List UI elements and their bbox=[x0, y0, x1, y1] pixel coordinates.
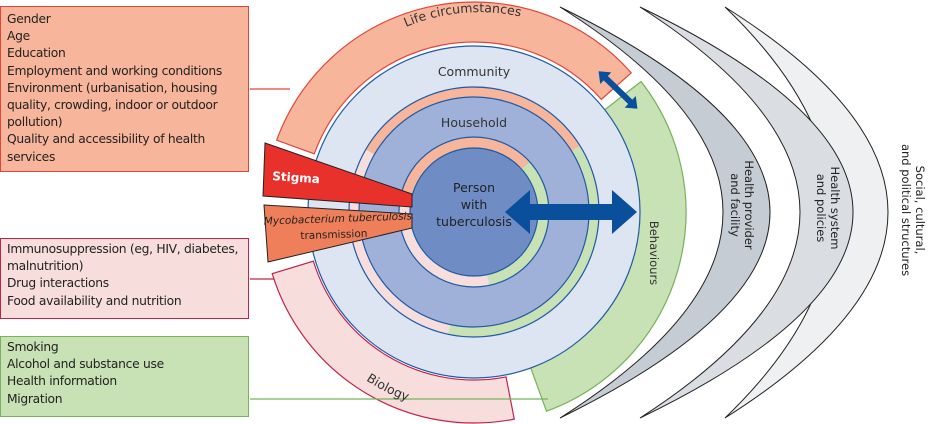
list-item: Environment (urbanisation, housing bbox=[7, 80, 218, 95]
person-label-3: tuberculosis bbox=[436, 214, 512, 229]
list-item: Immunosuppression (eg, HIV, diabetes, bbox=[7, 242, 239, 256]
person-behaviour-band bbox=[487, 161, 549, 286]
stigma-wedge bbox=[262, 142, 413, 208]
behaviours-label: Behaviours bbox=[647, 221, 661, 285]
double-arrow-icon bbox=[505, 190, 637, 234]
social-structures-label-2: and political structures bbox=[899, 144, 913, 276]
household-label: Household bbox=[441, 115, 507, 130]
biology-box: Immunosuppression (eg, HIV, diabetes, ma… bbox=[0, 238, 249, 319]
life-circumstances-box: Gender Age Education Employment and work… bbox=[0, 6, 249, 172]
list-item: Smoking bbox=[7, 340, 59, 354]
person-label-1: Person bbox=[453, 180, 495, 195]
list-item: Gender bbox=[7, 12, 51, 26]
person-biology-band bbox=[398, 192, 490, 287]
behaviours-box: Smoking Alcohol and substance use Health… bbox=[0, 336, 249, 417]
list-item: Age bbox=[7, 29, 30, 44]
health-provider-label-2: and facility bbox=[728, 173, 742, 237]
list-item: Education bbox=[7, 46, 66, 61]
list-item: quality, crowding, indoor or outdoor bbox=[7, 98, 218, 113]
transmission-wedge bbox=[263, 204, 413, 263]
list-item: Health information bbox=[7, 374, 117, 389]
stigma-label: Stigma bbox=[272, 169, 321, 186]
transmission-label-2: transmission bbox=[300, 228, 367, 242]
health-system-label-2: and policies bbox=[814, 174, 828, 243]
list-item: Employment and working conditions bbox=[7, 63, 222, 78]
household-biology-band bbox=[349, 149, 451, 335]
transmission-label-1: Mycobacterium tuberculosis bbox=[264, 210, 413, 227]
list-item: Alcohol and substance use bbox=[7, 357, 164, 372]
life-circumstances-arc bbox=[275, 1, 633, 155]
household-behaviour-band bbox=[448, 145, 600, 338]
person-life-band bbox=[401, 137, 530, 196]
health-provider-label-1: Health provider bbox=[742, 160, 756, 250]
biology-arc bbox=[271, 260, 515, 424]
health-system-crescent bbox=[639, 6, 854, 419]
community-label: Community bbox=[438, 64, 511, 79]
health-provider-crescent bbox=[559, 6, 771, 419]
social-structures-label-1: Social, cultural, bbox=[913, 166, 927, 255]
list-item: Quality and accessibility of health bbox=[7, 132, 205, 147]
list-item: Migration bbox=[7, 391, 63, 406]
list-item: services bbox=[7, 149, 56, 164]
health-system-label-1: Health system bbox=[828, 167, 842, 250]
list-item: Food availability and nutrition bbox=[7, 293, 182, 308]
list-item: malnutrition) bbox=[7, 259, 84, 274]
person-label-2: with bbox=[461, 197, 488, 212]
small-double-arrow-icon bbox=[598, 71, 638, 109]
list-item: Drug interactions bbox=[7, 276, 109, 291]
household-life-band bbox=[365, 86, 581, 155]
list-item: pollution) bbox=[7, 115, 63, 130]
